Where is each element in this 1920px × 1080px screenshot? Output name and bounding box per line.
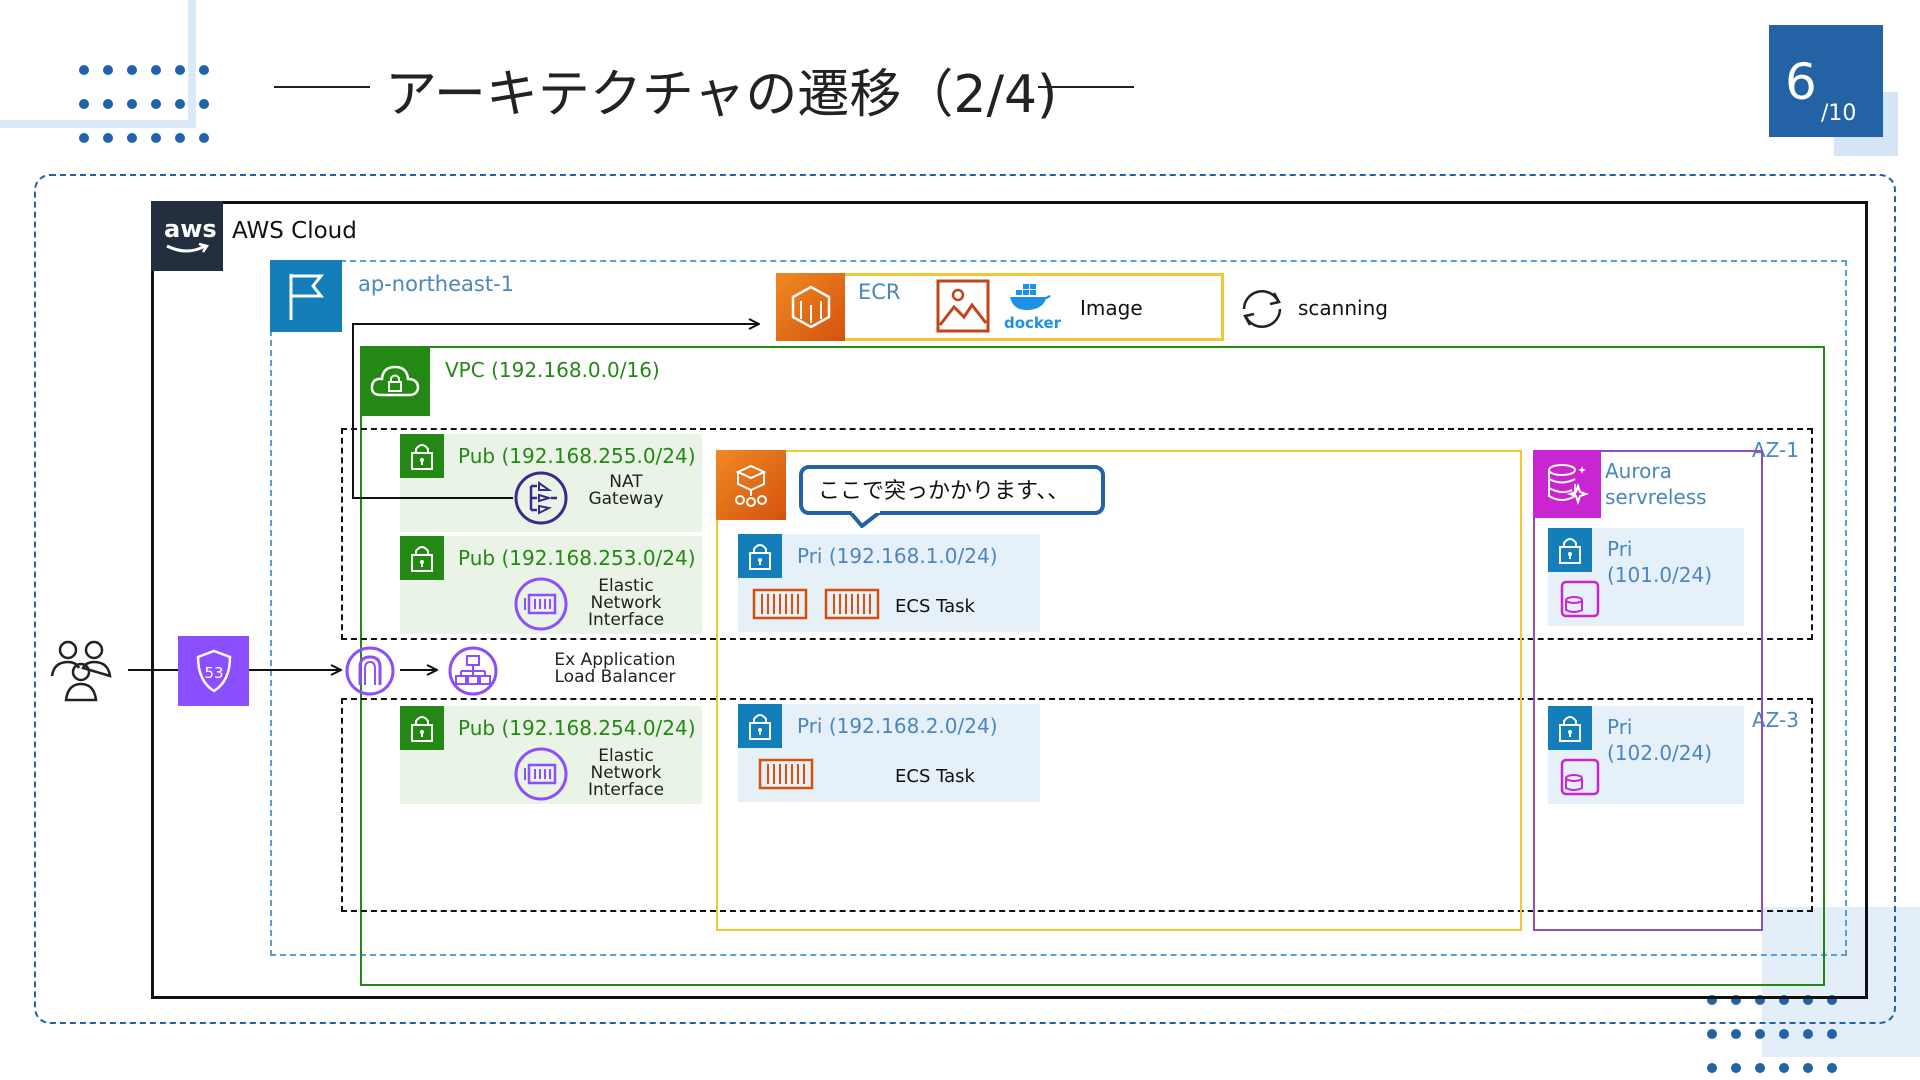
aws-cloud-label: AWS Cloud	[232, 218, 357, 244]
db-subnet-2-label: Pri (102.0/24)	[1607, 715, 1713, 765]
decor-dots-top-left	[79, 65, 209, 143]
eni-icon-2	[514, 747, 568, 801]
callout-text: ここで突っかかります、、	[818, 479, 1070, 504]
db-subnet-1-label: Pri (101.0/24)	[1607, 537, 1713, 587]
aws-smile-icon	[166, 243, 209, 253]
ecs-cluster-group	[716, 450, 1522, 931]
ecs-task-label-1: ECS Task	[895, 596, 975, 617]
image-label: Image	[1080, 296, 1143, 320]
internet-gateway-icon	[345, 646, 395, 696]
callout-bubble	[799, 465, 1105, 515]
scanning-label: scanning	[1298, 296, 1388, 320]
az-1-group	[341, 428, 1813, 640]
decor-square-top-left	[0, 0, 196, 128]
pub-subnet-2	[400, 536, 702, 634]
image-icon	[936, 279, 990, 333]
route53-icon: 53	[178, 636, 249, 706]
alb-label: Ex Application Load Balancer	[554, 650, 676, 687]
pri-subnet-1-label: Pri (192.168.1.0/24)	[797, 544, 998, 568]
title-rule-right	[1038, 86, 1134, 88]
title-rule-left	[274, 86, 370, 88]
region-group	[270, 260, 1847, 956]
eni-label-2: Elastic Network Interface	[587, 746, 665, 800]
route53-text: 53	[204, 664, 223, 682]
users-icon	[50, 640, 112, 702]
az-3-group	[341, 698, 1813, 912]
db-instance-icon-2	[1560, 758, 1600, 796]
db-subnet-1-lock-icon	[1548, 528, 1592, 572]
scanning-icon	[1242, 290, 1282, 328]
aurora-group	[1533, 450, 1763, 931]
vpc-cloud-icon	[360, 346, 430, 416]
page-number-box: 6 /10	[1769, 25, 1883, 137]
aws-logo: aws	[151, 201, 223, 271]
aws-logo-text: aws	[164, 215, 217, 243]
ecs-task-icon-1	[752, 588, 808, 620]
eni-icon-1	[514, 577, 568, 631]
region-flag-icon	[270, 260, 342, 332]
ecs-task-icon-3	[758, 758, 814, 790]
aurora-label: Aurora servreless	[1605, 459, 1707, 509]
alb-icon	[448, 646, 498, 696]
az-3-label: AZ-3	[1752, 708, 1799, 732]
pri-subnet-2-lock-icon	[738, 704, 782, 748]
slide-title: アーキテクチャの遷移（2/4)	[385, 65, 1058, 125]
pub-subnet-1	[400, 434, 702, 532]
pri-subnet-2-label: Pri (192.168.2.0/24)	[797, 714, 998, 738]
ecr-label: ECR	[858, 280, 901, 304]
ecs-icon	[716, 450, 786, 520]
pri-subnet-1-lock-icon	[738, 534, 782, 578]
pub-subnet-2-label: Pub (192.168.253.0/24)	[458, 546, 696, 570]
pub-subnet-3	[400, 706, 702, 804]
diagram-frame	[34, 174, 1896, 1024]
pub-subnet-2-lock-icon	[400, 536, 444, 580]
callout-tail	[850, 510, 882, 528]
nat-to-ecr-arrow	[352, 324, 758, 499]
pub-subnet-3-label: Pub (192.168.254.0/24)	[458, 716, 696, 740]
pri-subnet-1	[738, 534, 1040, 632]
docker-whale-icon	[1010, 284, 1051, 310]
nat-gateway-label: NAT Gateway	[588, 472, 664, 509]
page-total: /10	[1821, 101, 1857, 126]
nat-gateway-icon	[514, 471, 568, 525]
aurora-icon	[1533, 450, 1601, 518]
pub-subnet-3-lock-icon	[400, 706, 444, 750]
docker-label: docker	[1004, 314, 1062, 332]
db-instance-icon-1	[1560, 580, 1600, 618]
db-subnet-2-lock-icon	[1548, 706, 1592, 750]
pub-subnet-1-lock-icon	[400, 434, 444, 478]
pri-subnet-2	[738, 704, 1040, 802]
ecs-task-label-2: ECS Task	[895, 766, 975, 787]
pub-subnet-1-label: Pub (192.168.255.0/24)	[458, 444, 696, 468]
region-label: ap-northeast-1	[358, 272, 515, 296]
page-current: 6	[1785, 53, 1817, 111]
eni-label-1: Elastic Network Interface	[587, 576, 665, 630]
ecs-task-icon-2	[824, 588, 880, 620]
aws-cloud-group	[151, 201, 1868, 999]
ecr-icon	[776, 273, 845, 341]
vpc-label: VPC (192.168.0.0/16)	[445, 358, 660, 382]
